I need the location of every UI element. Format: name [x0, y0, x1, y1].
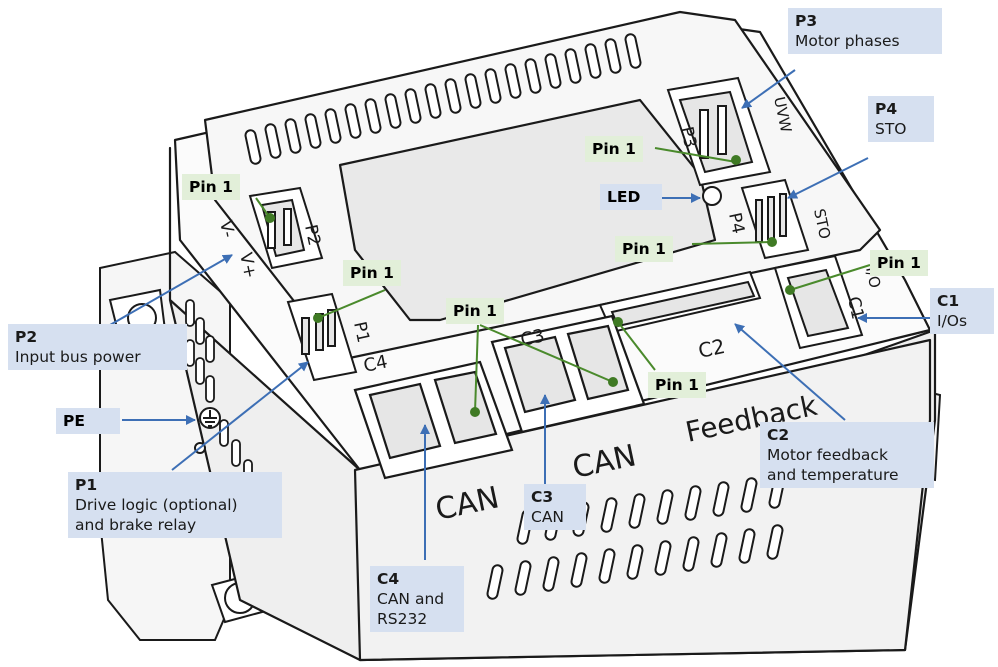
pin-dot-c4: [470, 407, 480, 417]
callout-c1-desc: I/Os: [937, 312, 968, 330]
callout-p1: P1 Drive logic (optional) and brake rela…: [68, 472, 282, 538]
pin-dot-p2: [265, 213, 275, 223]
callout-p3-id: P3: [795, 12, 818, 30]
connector-p1: [286, 292, 358, 382]
pin-leader-c2: [617, 321, 656, 371]
pin-leader-c1: [789, 264, 871, 291]
mark-p1: P1: [349, 320, 373, 345]
callout-pe: PE: [56, 408, 120, 434]
leader-p4: [787, 157, 869, 199]
leader-p3: [741, 69, 796, 109]
vent-slots-top: [244, 33, 642, 165]
mark-c4: C4: [362, 351, 390, 377]
mark-p2: P2: [300, 223, 324, 248]
callout-c4: C4 CAN and RS232: [370, 566, 464, 632]
pin-label-p1: Pin 1: [343, 260, 401, 286]
pin-label-p2: Pin 1: [182, 174, 240, 200]
callout-c3-id: C3: [531, 488, 554, 506]
pin-label-p3: Pin 1: [585, 136, 643, 162]
callout-c2: C2 Motor feedback and temperature: [760, 422, 934, 488]
callout-c3: C3 CAN: [524, 484, 586, 530]
pin-dot-p3: [731, 155, 741, 165]
callout-p1-desc-1: Drive logic (optional): [75, 496, 238, 514]
led-indicator: [702, 186, 722, 206]
pin-dot-c1: [785, 285, 795, 295]
mark-v-minus: V-: [215, 219, 238, 240]
callout-p4-id: P4: [875, 100, 898, 118]
callout-c2-desc-2: and temperature: [767, 466, 899, 484]
pin-leader-p4: [691, 241, 773, 245]
callout-c4-desc-2: RS232: [377, 610, 428, 628]
pin-dot-p4: [767, 237, 777, 247]
pin-dot-c2: [613, 317, 623, 327]
callout-p2: P2 Input bus power: [8, 324, 187, 370]
callout-p1-desc-2: and brake relay: [75, 516, 197, 534]
pin-leader-c4: [474, 324, 479, 413]
callout-p2-id: P2: [15, 328, 38, 346]
pin-leader-p1: [317, 289, 386, 319]
vent-slots-front: [486, 473, 786, 600]
callout-p2-desc: Input bus power: [15, 348, 141, 366]
pin-leader-c3: [479, 324, 614, 383]
callout-led: LED: [600, 184, 662, 210]
pin-dot-p1: [313, 313, 323, 323]
connector-c4: [353, 360, 514, 480]
leader-c2: [734, 323, 846, 421]
pin-label-c1: Pin 1: [870, 250, 928, 276]
mark-p4: P4: [724, 211, 748, 236]
callout-c4-desc-1: CAN and: [377, 590, 445, 608]
callout-p4-desc: STO: [875, 120, 907, 138]
callout-c1: C1 I/Os: [930, 288, 994, 334]
callout-p1-id: P1: [75, 476, 98, 494]
mark-c2: C2: [696, 334, 727, 363]
callout-p3-desc: Motor phases: [795, 32, 900, 50]
mark-p3: P3: [676, 125, 700, 150]
callout-p4: P4 STO: [868, 96, 934, 142]
callout-c1-id: C1: [937, 292, 960, 310]
pin-label-p4: Pin 1: [615, 236, 673, 262]
connector-p4: [740, 178, 810, 260]
callout-c3-desc: CAN: [531, 508, 565, 526]
leader-p2: [109, 254, 233, 326]
pin-label-c2-c3: Pin 1: [648, 372, 706, 398]
callout-c4-id: C4: [377, 570, 400, 588]
pin-label-c4-c3: Pin 1: [446, 298, 504, 324]
pin-dot-c3: [608, 377, 618, 387]
callout-c2-desc-1: Motor feedback: [767, 446, 888, 464]
mark-sto: STO: [810, 207, 834, 241]
leader-p1: [171, 361, 309, 471]
pin-leader-p3: [654, 147, 737, 163]
callout-c2-id: C2: [767, 426, 790, 444]
callout-p3: P3 Motor phases: [788, 8, 942, 54]
